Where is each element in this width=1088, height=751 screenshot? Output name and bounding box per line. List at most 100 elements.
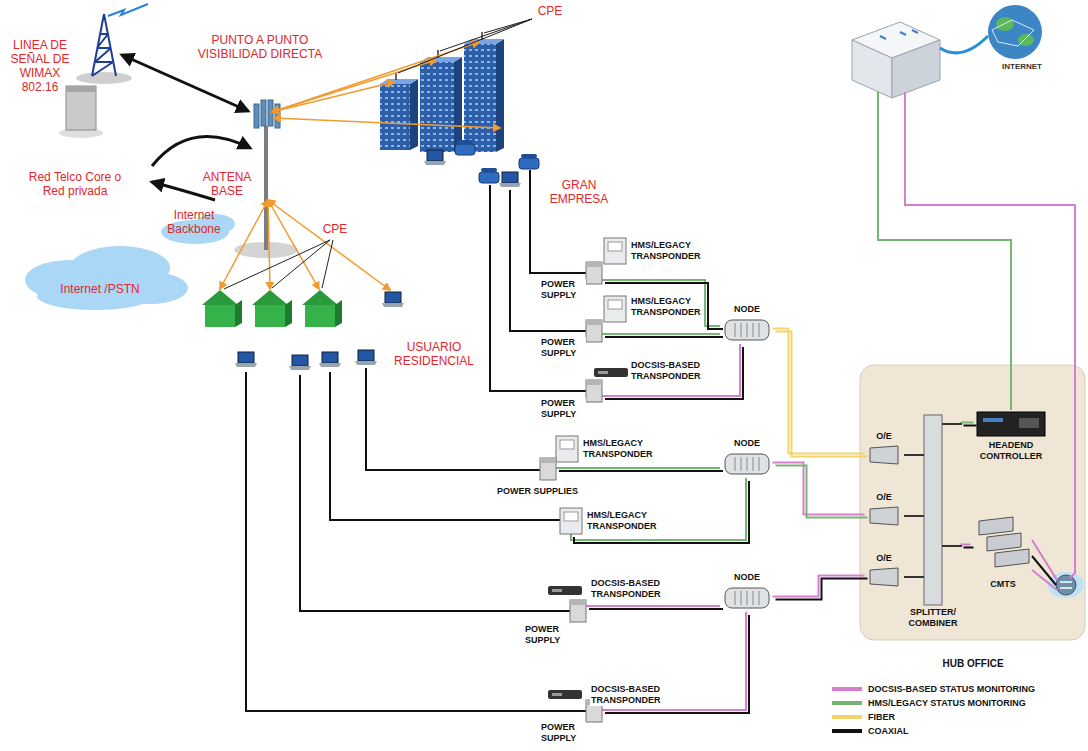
transponder-label: DOCSIS-BASED TRANSPONDER: [630, 360, 706, 382]
legend-row: DOCSIS-BASED STATUS MONITORING: [832, 682, 1035, 696]
cable: [366, 368, 540, 470]
docsis-transponder-icon: [548, 690, 582, 699]
phone-icon: [479, 168, 499, 183]
cmts-server: CMTS: [972, 515, 1034, 590]
fiber-node: NODE: [720, 304, 774, 343]
oe-icon: [866, 566, 902, 588]
node-label: NODE: [720, 572, 774, 583]
cable-connector: [961, 545, 974, 548]
power-supply-label: POWER SUPPLY: [524, 624, 570, 646]
internet-label: INTERNET: [992, 62, 1052, 72]
cable: [574, 481, 749, 543]
cable-line: [776, 579, 868, 600]
legend-row: FIBER: [832, 710, 1035, 724]
power-supply-label: POWER SUPPLY: [540, 398, 586, 420]
splitter-icon: [904, 415, 962, 605]
transponder-label: DOCSIS-BASED TRANSPONDER: [590, 578, 666, 600]
wimax-tower: [76, 4, 148, 84]
cable: [1032, 570, 1057, 590]
headend-controller: HEADEND CONTROLLER: [975, 410, 1047, 462]
cable: [490, 185, 586, 391]
power-supply-label: POWER SUPPLY: [540, 279, 586, 301]
node-label: O/E: [866, 431, 902, 442]
residential-label: USUARIO RESIDENCIAL: [384, 340, 484, 368]
power-supply-icon: [586, 380, 602, 402]
splitter-combiner: SPLITTER/ COMBINER: [904, 415, 962, 629]
power-supply-icon: [570, 600, 586, 622]
node-label: HUB OFFICE: [860, 658, 1086, 670]
internet-building: [852, 22, 988, 98]
power-supply-label: POWER SUPPLIES: [496, 486, 579, 497]
fiber-node: NODE: [720, 438, 774, 477]
docsis-transponder-icon: [594, 368, 628, 377]
laptop-icon: [424, 150, 446, 165]
cpe-label: CPE: [320, 222, 350, 236]
hub-panel: [860, 365, 1085, 640]
power-supply-icon: [586, 262, 602, 284]
phone-icon: [455, 140, 475, 155]
node-label: O/E: [866, 492, 902, 503]
cable-connector: [773, 329, 868, 457]
laptop-icon: [382, 292, 404, 307]
devices: [235, 140, 628, 722]
legend-text: COAXIAL: [868, 726, 909, 736]
core-label: Red Telco Core o Red privada: [20, 170, 130, 198]
cable-line: [773, 463, 865, 515]
legend-swatch: [832, 715, 862, 719]
cable: [605, 283, 723, 329]
cable: [586, 605, 720, 607]
legend: DOCSIS-BASED STATUS MONITORING HMS/LEGACY…: [832, 682, 1035, 738]
cable: [878, 92, 1011, 410]
cable: [330, 372, 560, 520]
node-label: NODE: [720, 438, 774, 449]
headend-icon: [975, 410, 1047, 438]
cmts-icon: [972, 515, 1034, 577]
laptop-icon: [355, 350, 377, 365]
hms-transponder-icon: [556, 436, 578, 462]
oe-converter: O/E: [866, 553, 902, 588]
hms-transponder-icon: [604, 238, 626, 264]
laptop-icon: [319, 352, 341, 367]
cable: [556, 467, 720, 469]
network-note: LINEA DE SEÑAL DE WIMAX 802.16: [4, 38, 76, 94]
houses: [202, 290, 342, 327]
radio-links: [220, 42, 500, 290]
laptop-icon: [289, 355, 311, 370]
core-server: [59, 86, 103, 138]
node-icon: [720, 585, 774, 611]
docsis-transponder-icon: [548, 586, 582, 595]
legend-text: FIBER: [868, 712, 895, 722]
internet-globe: [988, 5, 1042, 59]
antenna-label: ANTENA BASE: [200, 170, 254, 198]
cable-line: [964, 547, 974, 549]
cable: [571, 478, 746, 540]
oe-icon: [866, 505, 902, 527]
company-label: GRAN EMPRESA: [548, 178, 610, 206]
phone-icon: [519, 154, 539, 169]
legend-swatch: [832, 729, 862, 733]
legend-text: HMS/LEGACY STATUS MONITORING: [868, 698, 1026, 708]
cable: [602, 280, 720, 326]
legend-row: HMS/LEGACY STATUS MONITORING: [832, 696, 1035, 710]
legend-swatch: [832, 701, 862, 705]
node-label: O/E: [866, 553, 902, 564]
legend-text: DOCSIS-BASED STATUS MONITORING: [868, 684, 1035, 694]
node-label: HEADEND CONTROLLER: [975, 440, 1047, 462]
power-supply-label: POWER SUPPLY: [540, 337, 586, 359]
cable: [605, 336, 723, 338]
node-icon: [720, 451, 774, 477]
transponder-label: DOCSIS-BASED TRANSPONDER: [590, 684, 666, 706]
hub-office-area: HUB OFFICE O/E O/E O/E HEADEND CONTROLLER SPL…: [860, 365, 1086, 670]
cable-line: [776, 466, 868, 518]
oe-icon: [866, 444, 902, 466]
oe-converter: O/E: [866, 431, 902, 466]
fiber-node: NODE: [720, 572, 774, 611]
hms-transponder-icon: [560, 508, 582, 534]
power-supply-icon: [586, 320, 602, 342]
node-icon: [720, 317, 774, 343]
node-label: NODE: [720, 304, 774, 315]
cable-line: [773, 329, 865, 454]
node-label: SPLITTER/ COMBINER: [904, 607, 962, 629]
link-note: PUNTO A PUNTO VISIBILIDAD DIRECTA: [190, 33, 330, 61]
cable-connector: [773, 576, 868, 600]
